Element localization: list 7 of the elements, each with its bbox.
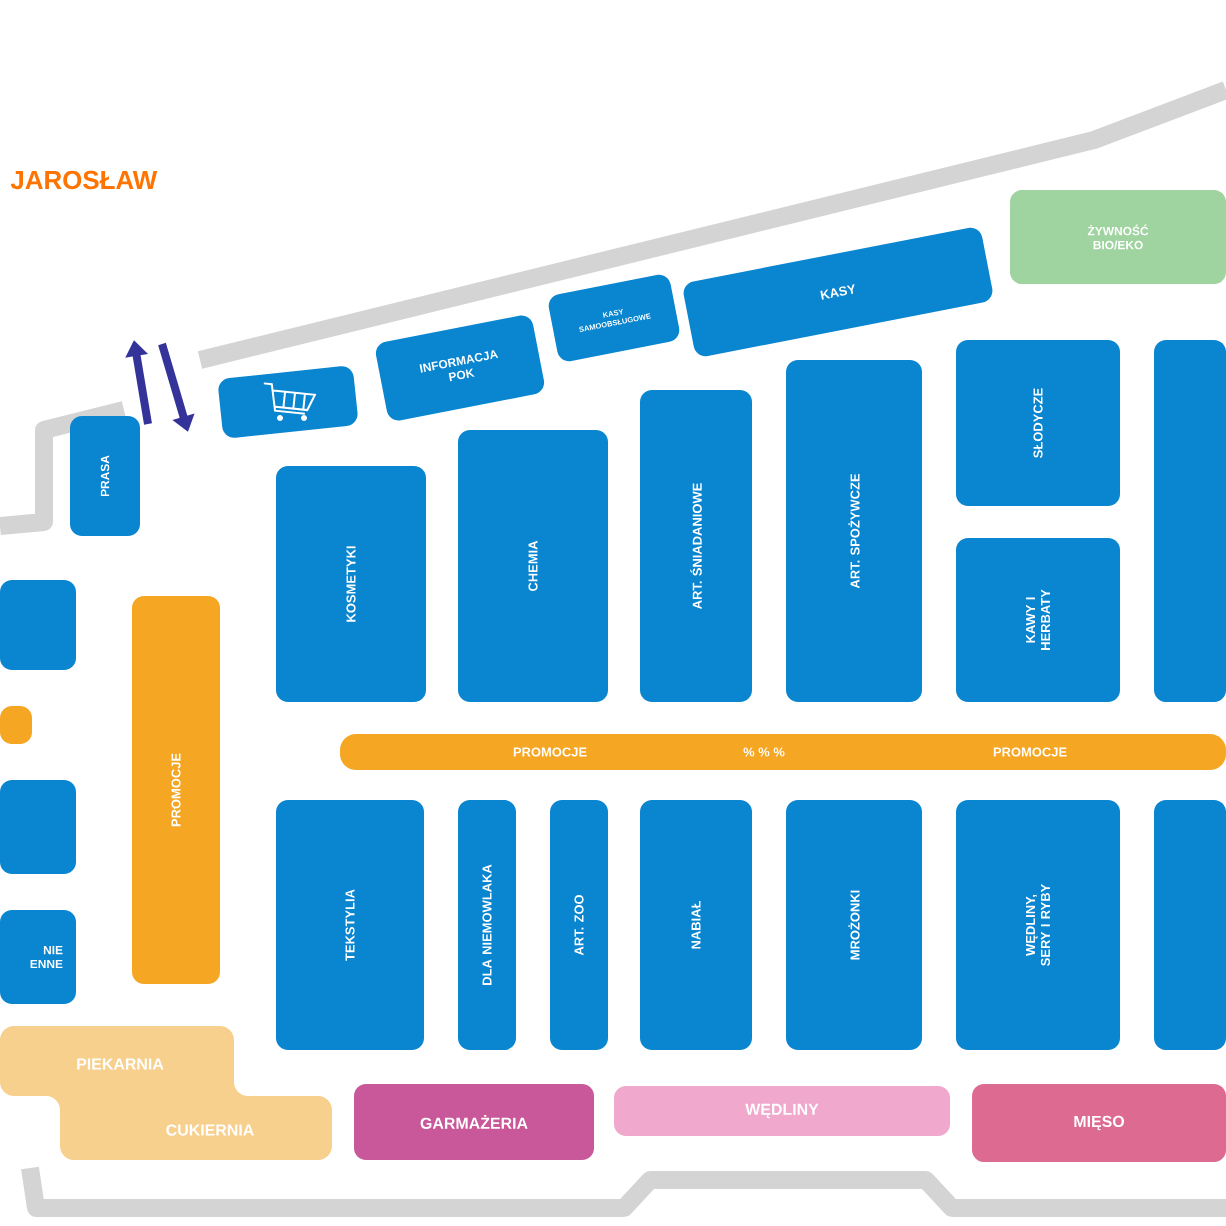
shelf-block bbox=[0, 706, 32, 744]
cart-box bbox=[218, 366, 358, 438]
shelf-block bbox=[1154, 800, 1226, 1050]
shelf-block bbox=[0, 580, 76, 670]
shelf-block bbox=[1154, 340, 1226, 702]
shelf-block bbox=[0, 780, 76, 874]
place-name: JAROSŁAW bbox=[10, 170, 158, 190]
